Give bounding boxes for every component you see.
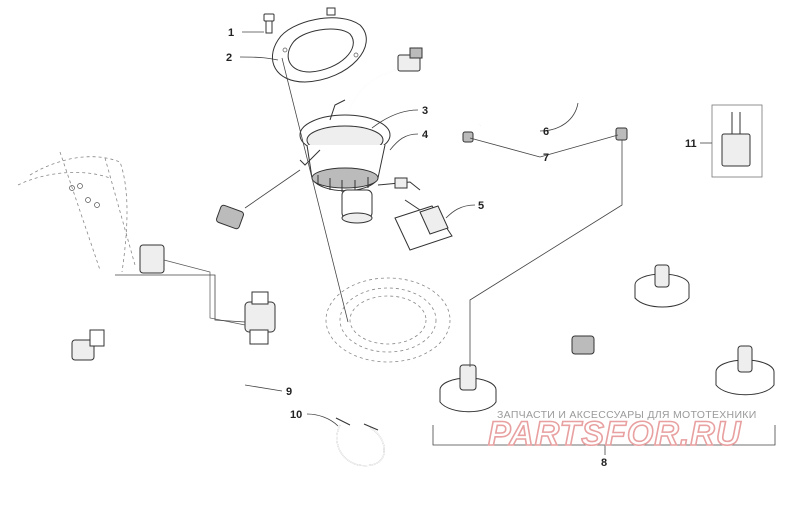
clamp-part	[335, 417, 385, 467]
hose-cap-part	[462, 127, 628, 143]
gasket-part	[272, 7, 367, 83]
fuel-hose-part	[71, 204, 284, 417]
relay-part	[711, 104, 763, 178]
leader-lines	[115, 31, 712, 427]
callout-labels: 1 2 3 4 5 6 7 8 9 10 11	[226, 27, 697, 469]
callout-10: 10	[290, 409, 302, 421]
callout-6: 6	[543, 126, 549, 138]
callout-5: 5	[478, 200, 484, 212]
vent-hose-part	[477, 79, 625, 129]
filter-part	[394, 199, 453, 251]
callout-11: 11	[685, 138, 697, 150]
callout-4: 4	[422, 129, 429, 141]
callout-3: 3	[422, 105, 428, 117]
callout-8-bracket	[432, 425, 776, 455]
tank-flange	[325, 277, 451, 363]
fuel-pump-part	[299, 99, 421, 224]
callout-9: 9	[286, 386, 292, 398]
callout-7: 7	[543, 152, 549, 164]
callout-1: 1	[228, 27, 234, 39]
frame-ghost	[17, 151, 136, 273]
callout-2: 2	[226, 52, 232, 64]
screw-part	[263, 13, 275, 34]
watermark-subtitle: ЗАПЧАСТИ И АКСЕССУАРЫ ДЛЯ МОТОТЕХНИКИ	[497, 409, 757, 421]
watermark-brand: PARTSFOR.RU	[488, 415, 742, 453]
breather-assembly-part	[439, 264, 775, 413]
watermark: ЗАПЧАСТИ И АКСЕССУАРЫ ДЛЯ МОТОТЕХНИКИ PA…	[487, 409, 757, 454]
callout-8: 8	[601, 457, 607, 469]
